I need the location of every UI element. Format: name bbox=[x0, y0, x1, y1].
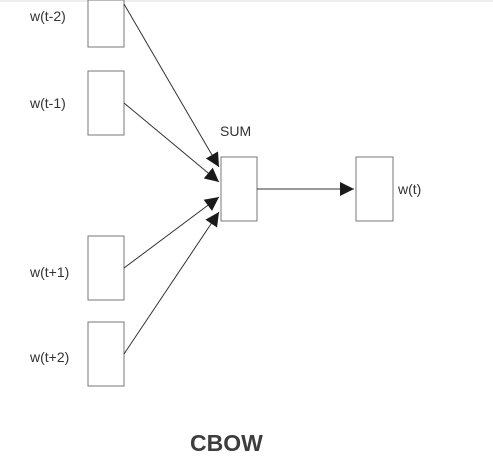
diagram-title: CBOW bbox=[190, 430, 263, 456]
edge-t-minus-2-to-sum bbox=[123, 3, 220, 168]
top-edge-line bbox=[0, 0, 493, 2]
input-box-t-minus-1 bbox=[87, 70, 125, 136]
input-label-t-minus-1: w(t-1) bbox=[29, 95, 66, 111]
sum-box bbox=[220, 156, 258, 222]
edge-t-minus-1-to-sum bbox=[123, 102, 220, 183]
input-label-t-plus-2: w(t+2) bbox=[29, 349, 69, 365]
input-label-t-plus-1: w(t+1) bbox=[29, 264, 69, 280]
edge-t-plus-1-to-sum bbox=[123, 196, 220, 269]
edge-t-plus-2-to-sum bbox=[123, 211, 220, 355]
input-box-t-minus-2 bbox=[87, 0, 125, 48]
output-box bbox=[355, 156, 394, 222]
output-label: w(t) bbox=[397, 181, 421, 197]
input-label-t-minus-2: w(t-2) bbox=[29, 8, 66, 24]
input-box-t-plus-1 bbox=[87, 235, 125, 301]
sum-label: SUM bbox=[220, 123, 251, 139]
input-box-t-plus-2 bbox=[87, 321, 125, 387]
